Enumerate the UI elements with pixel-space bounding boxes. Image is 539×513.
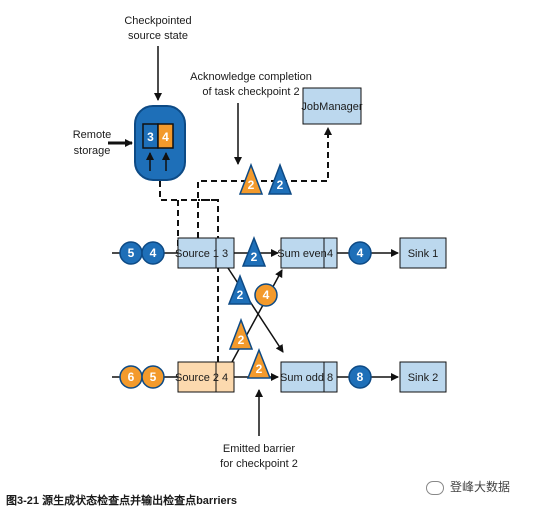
top-output-record-value: 4 <box>357 246 364 260</box>
source2-label: Source 2 <box>175 372 219 384</box>
bottom-output-record <box>348 365 372 389</box>
storage-slot-1-value: 3 <box>147 130 154 144</box>
bottom-barrier-value: 2 <box>256 362 263 376</box>
jobmanager-box <box>302 87 362 125</box>
top-record-2 <box>141 241 165 265</box>
bottom-output-record-value: 8 <box>357 370 364 384</box>
top-output-record <box>348 241 372 265</box>
top-record-1-value: 5 <box>128 246 135 260</box>
cross-orange-record <box>254 283 278 307</box>
ack-barrier-blue <box>267 162 293 195</box>
ack-barrier-orange-value: 2 <box>248 178 255 192</box>
cross-orange-barrier-value: 2 <box>238 333 245 347</box>
source1-box <box>177 237 235 269</box>
top-record-2-value: 4 <box>150 246 157 260</box>
wechat-icon <box>426 480 444 495</box>
sum-even-label: Sum even <box>277 248 327 260</box>
label-ack-line1: Acknowledge completion <box>190 71 312 83</box>
label-checkpointed-line2: source state <box>128 30 188 42</box>
source1-state: 3 <box>222 248 228 260</box>
ack-barrier-orange <box>238 162 264 195</box>
sum-odd-label: Sum odd <box>280 372 324 384</box>
sink1-label: Sink 1 <box>408 248 439 260</box>
bottom-record-2-value: 5 <box>150 370 157 384</box>
source2-box <box>177 361 235 393</box>
label-checkpointed-line1: Checkpointed <box>124 15 191 27</box>
bottom-barrier <box>246 347 272 379</box>
storage-slot-2 <box>157 123 174 149</box>
top-barrier-value: 2 <box>251 250 258 264</box>
label-remote-line2: storage <box>74 145 111 157</box>
jobmanager-label: JobManager <box>301 101 362 113</box>
bottom-record-1-value: 6 <box>128 370 135 384</box>
sum-even-box <box>280 237 338 269</box>
sink2-box <box>399 361 447 393</box>
source1-label: Source 1 <box>175 248 219 260</box>
sum-odd-box <box>280 361 338 393</box>
sink1-box <box>399 237 447 269</box>
cross-blue-barrier <box>227 273 253 305</box>
top-barrier <box>241 235 267 267</box>
watermark: 登峰大数据 <box>426 478 510 495</box>
source2-dashed-path <box>198 199 219 362</box>
bottom-record-2 <box>141 365 165 389</box>
label-emitted-line2: for checkpoint 2 <box>220 458 298 470</box>
storage-dashed-path <box>159 181 218 201</box>
label-remote-line1: Remote <box>73 129 112 141</box>
source2-state: 4 <box>222 372 228 384</box>
sum-even-state: 4 <box>327 248 333 260</box>
storage-slot-2-value: 4 <box>162 130 169 144</box>
cross-orange-barrier <box>228 317 254 350</box>
sum-odd-state: 8 <box>327 372 333 384</box>
watermark-text: 登峰大数据 <box>450 480 511 494</box>
label-emitted-line1: Emitted barrier <box>223 443 295 455</box>
label-ack-line2: of task checkpoint 2 <box>202 86 299 98</box>
sink2-label: Sink 2 <box>408 372 439 384</box>
ack-barrier-blue-value: 2 <box>277 178 284 192</box>
figure-caption: 图3-21 源生成状态检查点并输出检查点barriers <box>6 495 238 507</box>
cross-blue-barrier-value: 2 <box>237 288 244 302</box>
cross-orange-record-value: 4 <box>263 288 270 302</box>
ack-dashed-path <box>197 127 332 238</box>
